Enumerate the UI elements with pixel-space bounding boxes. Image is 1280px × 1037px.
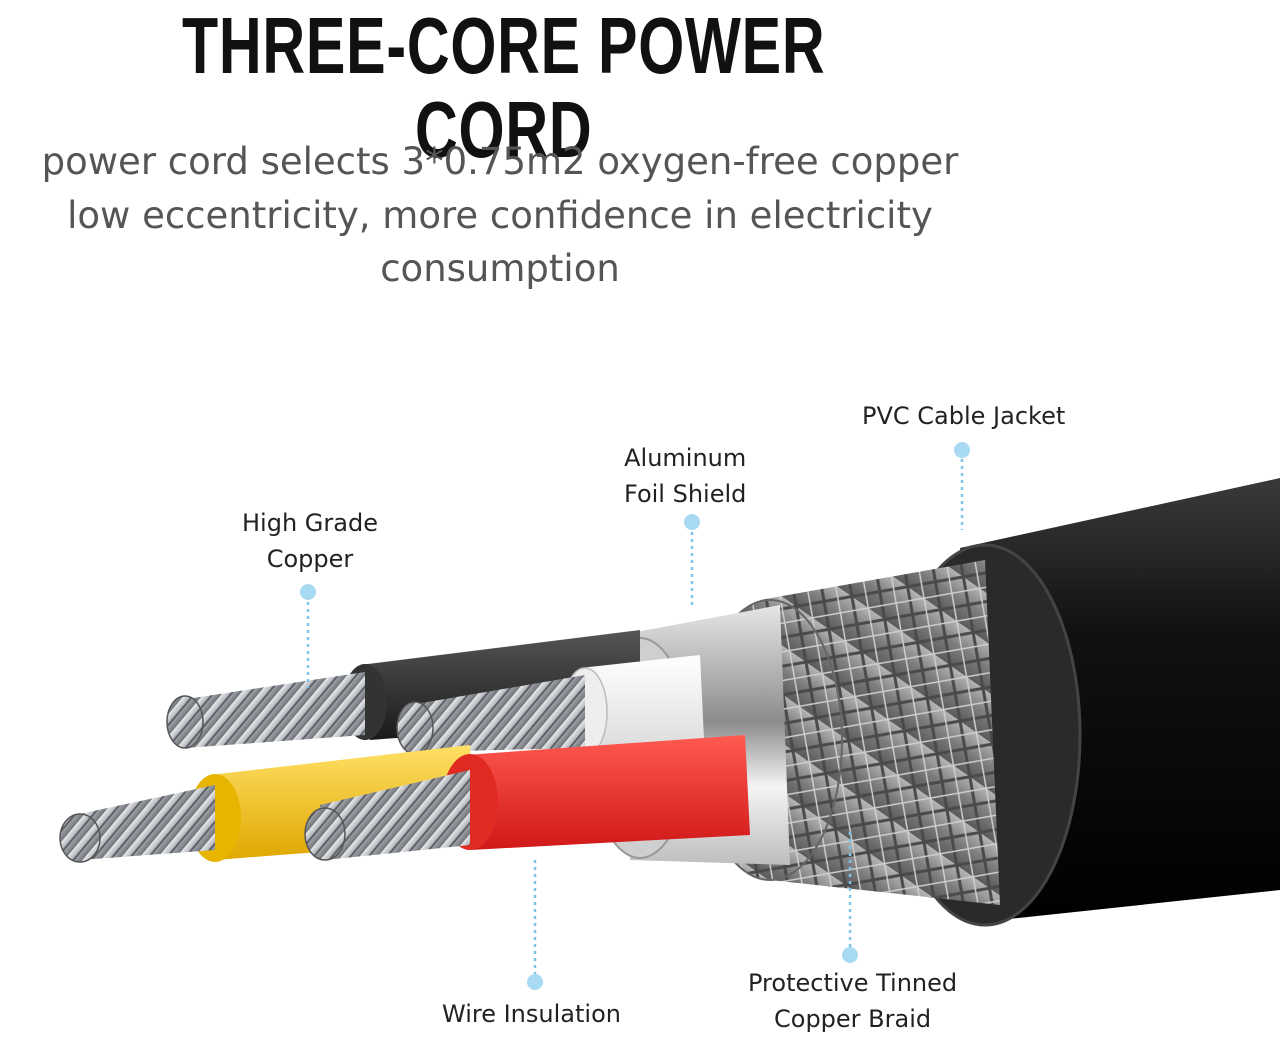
label-copper: High Grade Copper — [242, 505, 378, 577]
label-braid-line-1: Protective Tinned — [748, 969, 958, 997]
label-insulation-text: Wire Insulation — [442, 1000, 621, 1028]
label-foil-shield-line-2: Foil Shield — [624, 480, 747, 508]
label-foil-shield: Aluminum Foil Shield — [624, 440, 746, 512]
label-foil-shield-line-1: Aluminum — [624, 444, 747, 472]
label-braid-line-2: Copper Braid — [774, 1005, 932, 1033]
callout-leaders — [306, 452, 964, 980]
subtitle-line-3: consumption — [380, 247, 620, 290]
label-braid: Protective Tinned Copper Braid — [748, 965, 957, 1037]
insulation-dot — [527, 974, 543, 990]
label-copper-line-2: Copper — [266, 545, 354, 573]
callout-dots — [300, 442, 970, 990]
subtitle-line-2: low eccentricity, more confidence in ele… — [67, 194, 933, 237]
subtitle-line-1: power cord selects 3*0.75m2 oxygen-free … — [41, 140, 959, 183]
copper-dot — [300, 584, 316, 600]
cable-cross-section-diagram — [59, 442, 1280, 990]
label-pvc-jacket-text: PVC Cable Jacket — [862, 402, 1066, 430]
foil-shield-dot — [684, 514, 700, 530]
page-title: THREE-CORE POWER CORD — [182, 1, 826, 174]
label-copper-line-1: High Grade — [242, 509, 378, 537]
wire-white — [396, 655, 705, 760]
pvc-jacket-dot — [954, 442, 970, 458]
braid-dot — [842, 947, 858, 963]
wire-red — [304, 735, 750, 861]
label-pvc-jacket: PVC Cable Jacket — [862, 398, 1065, 434]
label-insulation: Wire Insulation — [442, 996, 621, 1032]
